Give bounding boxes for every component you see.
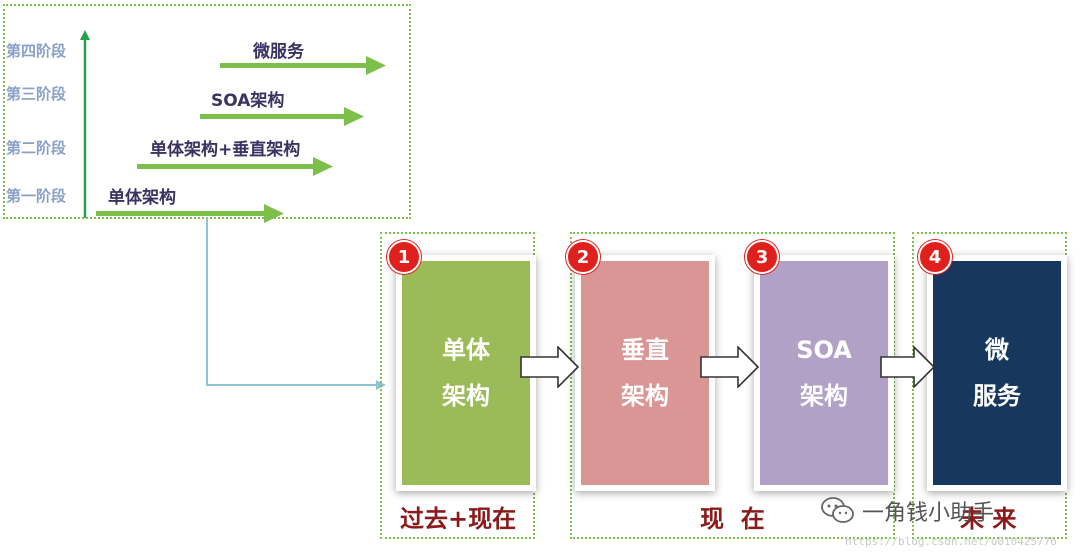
badge-3: 3 xyxy=(745,240,779,274)
card-monolith: 单体 架构 xyxy=(396,255,536,491)
card-microservice-text: 微 服务 xyxy=(973,336,1021,410)
badge-1: 1 xyxy=(387,240,421,274)
stage-label-4: 第四阶段 xyxy=(6,42,67,60)
caption-present: 现 在 xyxy=(700,504,765,533)
card-soa-text: SOA 架构 xyxy=(796,336,852,410)
green-arrow-4 xyxy=(220,56,386,75)
arch-label-monolith: 单体架构 xyxy=(108,188,176,208)
hollow-arrow-2 xyxy=(700,346,760,388)
card-monolith-text: 单体 架构 xyxy=(442,336,490,410)
badge-2: 2 xyxy=(566,240,600,274)
stage-label-3: 第三阶段 xyxy=(6,85,67,103)
green-arrow-1 xyxy=(96,204,284,223)
arch-label-microservice: 微服务 xyxy=(253,42,304,62)
hollow-arrow-3 xyxy=(880,346,936,388)
arch-label-monolith-vertical: 单体架构+垂直架构 xyxy=(150,140,301,160)
wechat-icon xyxy=(821,497,854,523)
card-microservice: 微 服务 xyxy=(927,255,1067,491)
card-soa: SOA 架构 xyxy=(754,255,894,491)
caption-past-present: 过去+现在 xyxy=(400,504,517,533)
badge-4: 4 xyxy=(918,240,952,274)
hollow-arrow-1 xyxy=(520,346,580,388)
stage-label-1: 第一阶段 xyxy=(6,187,67,205)
green-arrow-3 xyxy=(200,107,364,126)
card-vertical: 垂直 架构 xyxy=(575,255,715,491)
watermark-account: 一角钱小助手 xyxy=(862,501,995,526)
arch-label-soa: SOA架构 xyxy=(211,91,285,111)
green-arrow-2 xyxy=(137,157,333,176)
group-present xyxy=(570,232,895,539)
timeline-axis xyxy=(80,30,90,218)
watermark-url: https://blog.csdn.net/u010425776 xyxy=(845,535,1057,548)
connector-line xyxy=(206,218,386,390)
card-vertical-text: 垂直 架构 xyxy=(621,336,669,410)
caption-future: 未 来 xyxy=(960,504,1017,533)
stage-label-2: 第二阶段 xyxy=(6,139,67,157)
